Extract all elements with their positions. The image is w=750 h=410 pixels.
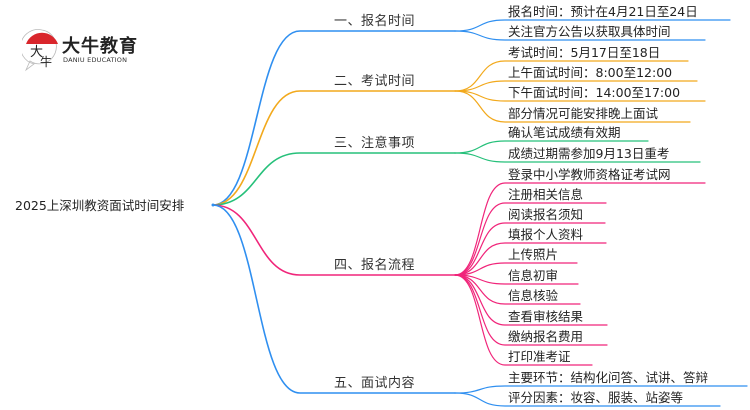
leaf-node[interactable]: 确认笔试成绩有效期 — [508, 125, 621, 140]
leaf-connector — [454, 202, 607, 276]
branch-node[interactable]: 四、报名流程 — [334, 258, 416, 273]
leaf-node[interactable]: 部分情况可能安排晚上面试 — [508, 106, 659, 121]
logo-mark-text: 大 — [30, 45, 43, 60]
branch-connector — [212, 90, 456, 206]
leaf-node[interactable]: 阅读报名须知 — [508, 207, 584, 222]
logo-title: 大牛教育 — [62, 36, 138, 57]
logo-mark-icon: 大 牛 — [22, 29, 58, 72]
leaf-node[interactable]: 信息核验 — [508, 288, 559, 303]
leaf-node[interactable]: 上传照片 — [508, 247, 559, 262]
leaf-connector — [454, 30, 706, 41]
leaf-connector — [454, 392, 721, 407]
leaf-connector — [454, 60, 689, 92]
leaf-node[interactable]: 评分因素：妆容、服装、站姿等 — [508, 390, 684, 405]
leaf-connector — [454, 80, 698, 92]
leaf-connector — [454, 19, 731, 32]
leaf-connector — [454, 90, 691, 123]
branch-node[interactable]: 五、面试内容 — [334, 376, 416, 391]
leaf-connector — [454, 152, 701, 163]
leaf-connector — [454, 90, 706, 102]
leaf-connector — [454, 242, 607, 276]
leaf-connector — [454, 385, 748, 394]
leaf-node[interactable]: 主要环节：结构化问答、试讲、答辩 — [508, 370, 709, 385]
leaf-node[interactable]: 关注官方公告以获取具体时间 — [508, 24, 671, 39]
leaf-node[interactable]: 成绩过期需参加9月13日重考 — [508, 146, 670, 161]
leaf-node[interactable]: 上午面试时间：8:00至12:00 — [508, 65, 673, 80]
branch-node[interactable]: 一、报名时间 — [334, 14, 416, 29]
leaf-node[interactable]: 填报个人资料 — [508, 227, 584, 242]
leaf-node[interactable]: 注册相关信息 — [508, 187, 584, 202]
leaf-node[interactable]: 信息初审 — [508, 268, 559, 283]
logo: 大 牛 大牛教育 DANIU EDUCATION — [22, 26, 172, 76]
leaf-node[interactable]: 下午面试时间：14:00至17:00 — [508, 85, 681, 100]
leaf-connector — [454, 222, 606, 276]
branch-node[interactable]: 三、注意事项 — [334, 136, 416, 151]
leaf-node[interactable]: 打印准考证 — [508, 349, 571, 364]
branch-connector — [212, 204, 456, 394]
leaf-node[interactable]: 报名时间：预计在4月21日至24日 — [508, 4, 698, 19]
leaf-connector — [454, 262, 578, 276]
branch-connector — [212, 30, 456, 206]
root-node[interactable]: 2025上深圳教资面试时间安排 — [15, 198, 185, 213]
leaf-connector — [454, 274, 579, 285]
svg-text:牛: 牛 — [40, 54, 52, 69]
leaf-node[interactable]: 登录中小学教师资格证考试网 — [508, 167, 671, 182]
branch-node[interactable]: 二、考试时间 — [334, 74, 416, 89]
leaf-node[interactable]: 查看审核结果 — [508, 309, 584, 324]
leaf-node[interactable]: 考试时间：5月17日至18日 — [508, 45, 661, 60]
root-anchor — [211, 203, 215, 207]
leaf-connector — [454, 274, 593, 366]
leaf-node[interactable]: 缴纳报名费用 — [508, 329, 584, 344]
branch-connector — [212, 204, 456, 276]
leaf-connector — [454, 140, 649, 154]
leaf-connector — [454, 182, 706, 276]
branch-connector — [212, 152, 456, 206]
logo-subtitle: DANIU EDUCATION — [63, 56, 128, 64]
leaf-connector — [454, 274, 581, 305]
